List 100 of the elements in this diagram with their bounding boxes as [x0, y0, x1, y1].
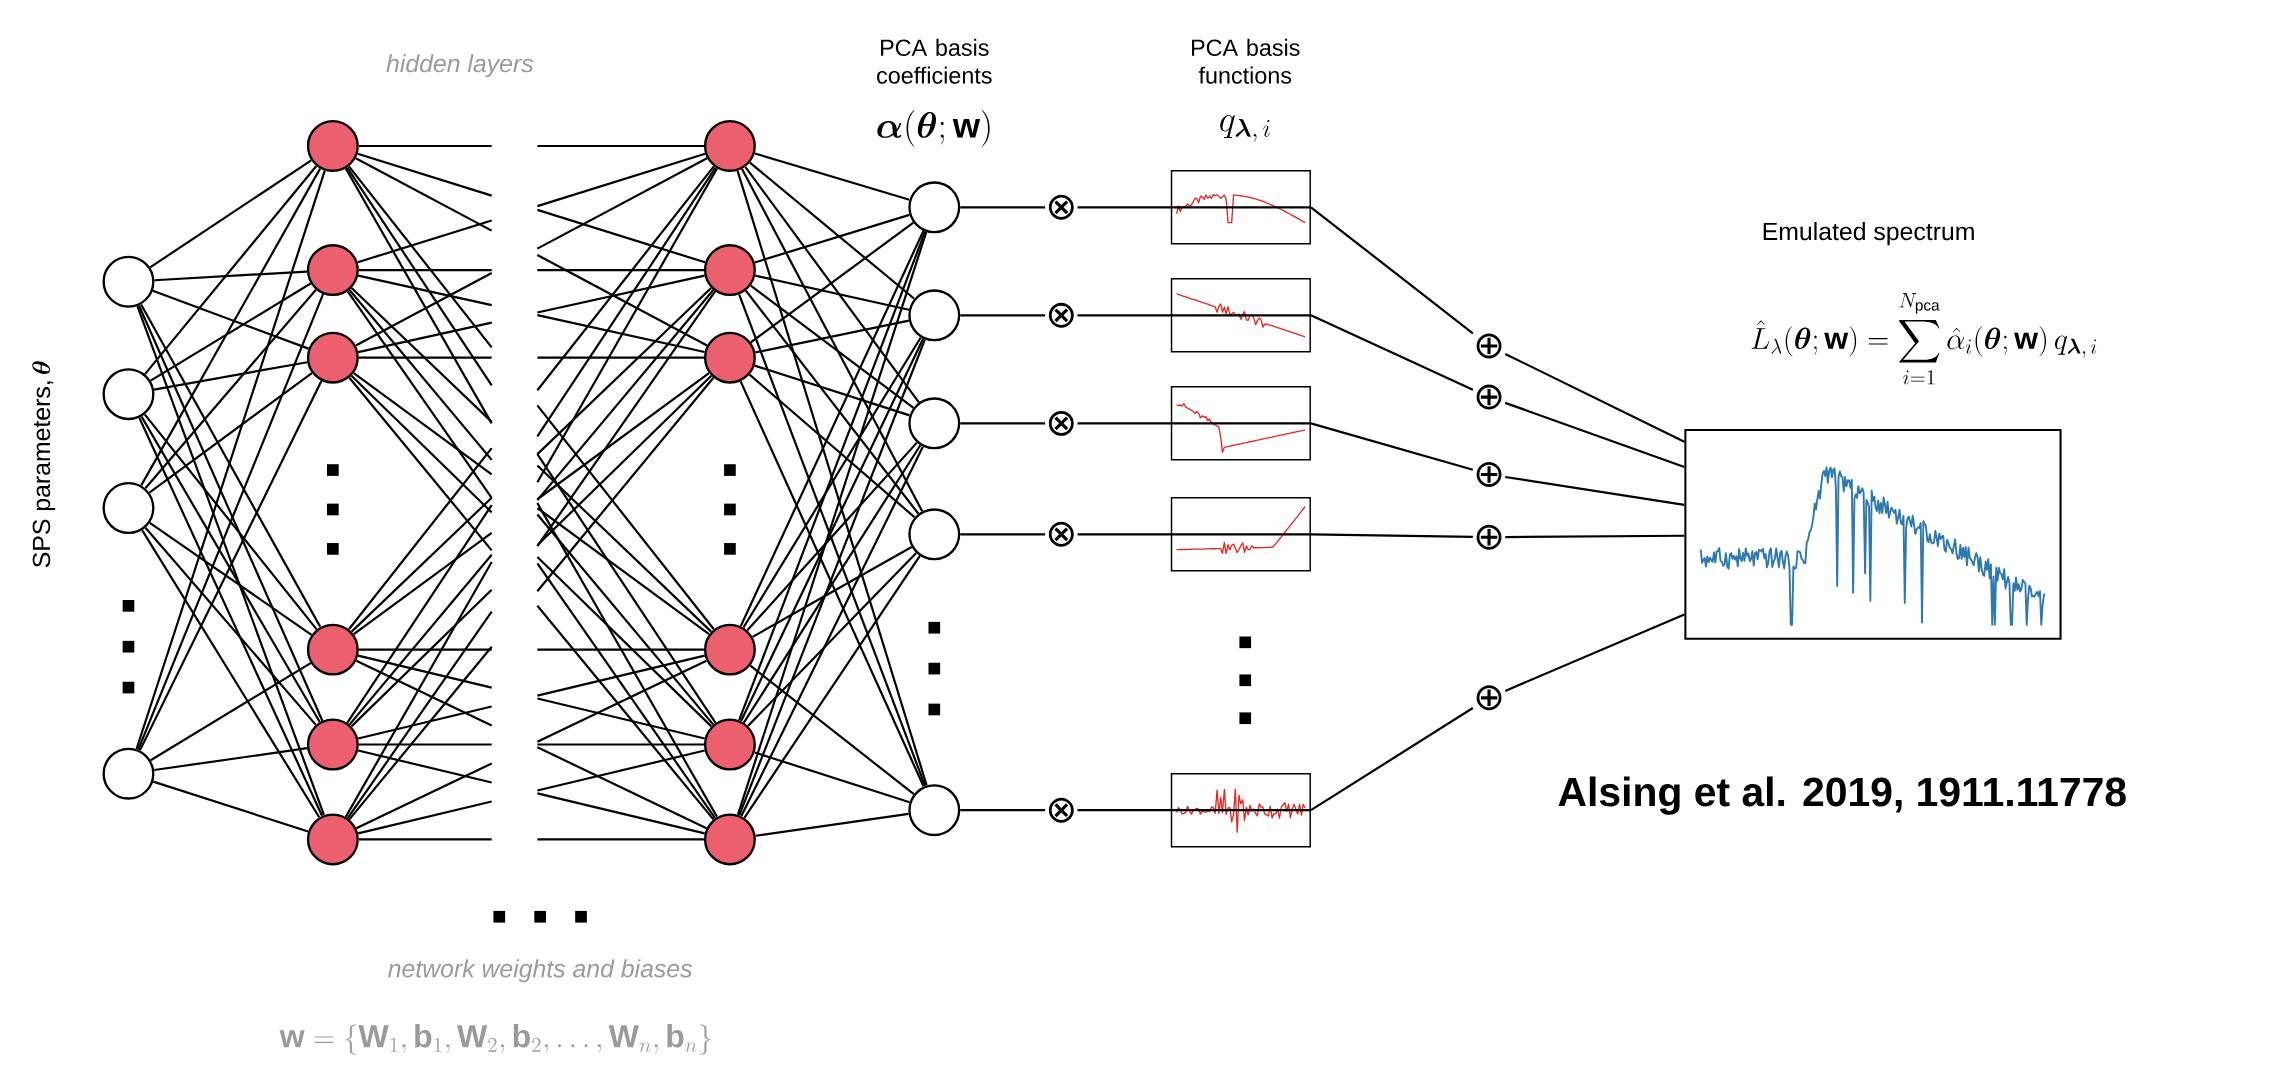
connection-line: [754, 364, 910, 417]
neuron-circle: [306, 331, 359, 384]
add-symbol: ⊕: [1476, 384, 1502, 410]
connection-line: [149, 159, 312, 269]
neuron-circle: [306, 718, 359, 771]
connection-line: [536, 556, 713, 728]
connection-line: [350, 375, 493, 514]
neuron-circle: [703, 813, 756, 866]
neuron-circle: [703, 718, 756, 771]
connection-line: [536, 746, 707, 830]
connection-line: [150, 282, 312, 382]
connection-line: [355, 762, 493, 830]
connection-line: [357, 152, 492, 197]
neuron-circle: [703, 120, 756, 172]
connection-line: [536, 513, 715, 726]
connection-line: [138, 417, 323, 817]
connection-line: [357, 749, 492, 784]
connection-line: [1077, 314, 1311, 317]
connection-line: [144, 526, 317, 726]
connection-line: [744, 166, 920, 404]
connection-line: [536, 562, 716, 819]
connection-line: [537, 152, 706, 208]
connection-line: [536, 377, 715, 592]
connection-line: [537, 743, 704, 746]
connection-line: [150, 662, 312, 762]
connection-line: [537, 697, 705, 740]
connection-line: [148, 372, 313, 494]
spectrum-plot: [1684, 428, 2062, 640]
neuron-circle: [102, 368, 155, 421]
connection-line: [744, 289, 920, 515]
connection-line: [537, 274, 705, 314]
connection-line: [536, 290, 716, 547]
connection-line: [355, 157, 493, 232]
connection-line: [537, 208, 706, 264]
neuron-circle: [306, 813, 359, 866]
connection-line: [358, 274, 492, 307]
connection-line: [536, 167, 717, 437]
connection-line: [1310, 533, 1473, 539]
connection-line: [740, 446, 924, 817]
connection-line: [1310, 314, 1474, 391]
connection-line: [742, 336, 922, 629]
connection-line: [743, 555, 921, 819]
connection-line: [140, 416, 321, 723]
connection-line: [346, 290, 493, 499]
connection-line: [536, 605, 715, 821]
connection-line: [747, 552, 917, 727]
connection-line: [149, 521, 313, 636]
connection-line: [960, 533, 1046, 536]
connection-line: [344, 168, 493, 424]
connection-line: [346, 611, 493, 819]
connection-line: [1077, 809, 1311, 812]
connection-line: [754, 751, 910, 804]
connection-line: [135, 170, 326, 750]
connection-line: [536, 453, 717, 724]
connection-line: [348, 289, 493, 461]
formula: $\hat{L}_{\lambda}(\boldsymbol{\theta};\mathbf{w}) = \sum_{i=1}^{N_{\mathrm{pca}}} \hat{\alpha}_i(\boldsymbol{\theta};\mathbf{w})\, q_{\boldsymbol{\lambda},\,i}$: [1751, 293, 2097, 385]
connection-line: [348, 447, 493, 630]
connection-line: [748, 373, 916, 519]
connection-line: [755, 319, 910, 354]
connection-line: [537, 356, 704, 359]
connection-line: [1310, 422, 1474, 471]
connection-line: [536, 375, 713, 547]
connection-line: [537, 314, 705, 354]
neuron-circle: [908, 397, 961, 450]
connection-line: [353, 372, 493, 476]
neuron-circle: [102, 255, 155, 308]
neuron-circle: [908, 508, 961, 561]
connection-line: [739, 380, 925, 787]
connection-line: [152, 780, 309, 833]
connection-line: [536, 165, 715, 391]
connection-line: [1077, 422, 1311, 425]
connection-line: [143, 413, 318, 631]
neuron-circle: [703, 244, 756, 297]
connection-line: [754, 152, 910, 201]
connection-line: [741, 168, 924, 512]
connection-line: [1077, 533, 1311, 536]
connection-line: [742, 444, 922, 724]
connection-line: [960, 809, 1046, 812]
neuron-circle: [908, 784, 961, 837]
layer-label: hidden layers: [386, 54, 534, 78]
connection-line: [350, 287, 493, 423]
connection-line: [537, 654, 705, 697]
connection-line: [536, 502, 718, 818]
multiply-symbol: ⊗: [1048, 194, 1074, 220]
connection-line: [350, 497, 493, 633]
connection-line: [348, 554, 493, 726]
column-heading: PCA basis functions: [1192, 38, 1300, 84]
connection-line: [144, 165, 318, 375]
connection-line: [536, 157, 708, 250]
connection-line: [755, 812, 909, 837]
connection-line: [357, 654, 492, 689]
connection-line: [1310, 206, 1474, 335]
add-symbol: ⊕: [1476, 524, 1502, 550]
connection-line: [755, 274, 910, 311]
connection-line: [537, 838, 704, 841]
connection-line: [358, 648, 492, 651]
connection-line: [537, 648, 704, 651]
connection-line: [749, 664, 915, 796]
plot-thumbnail: [1170, 497, 1311, 572]
connection-line: [1504, 352, 1685, 443]
